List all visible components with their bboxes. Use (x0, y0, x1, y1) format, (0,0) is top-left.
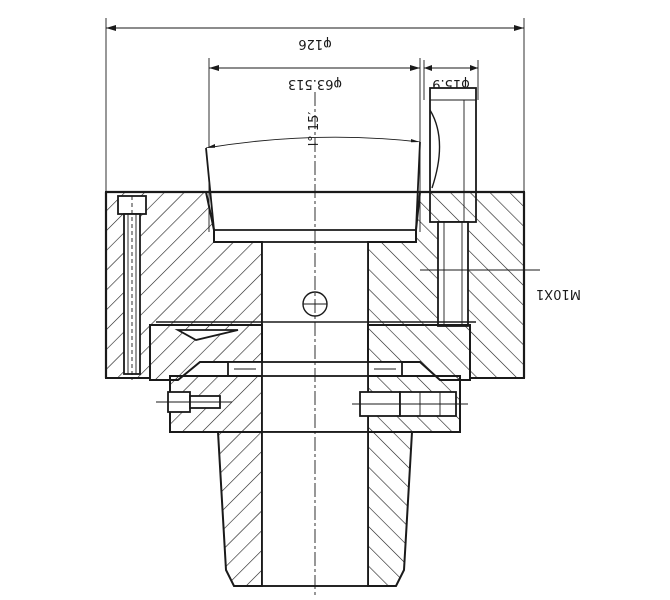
left-bolt (117, 195, 147, 380)
right-threaded-pin: M10X1 (420, 221, 581, 327)
outer-diameter-label: φ126 (298, 36, 331, 51)
outer-diameter-dimension: φ126 (105, 18, 525, 192)
outline (104, 190, 526, 378)
bearing-left (227, 361, 263, 377)
flange-screw-left (156, 391, 232, 413)
bearing-right (367, 361, 403, 377)
bore-diameter-label: φ63.513 (288, 76, 342, 91)
thread-label: M10X1 (536, 286, 581, 301)
taper-bushing (205, 141, 421, 231)
flange-screw-right (352, 391, 468, 417)
middle-plate (149, 321, 476, 381)
